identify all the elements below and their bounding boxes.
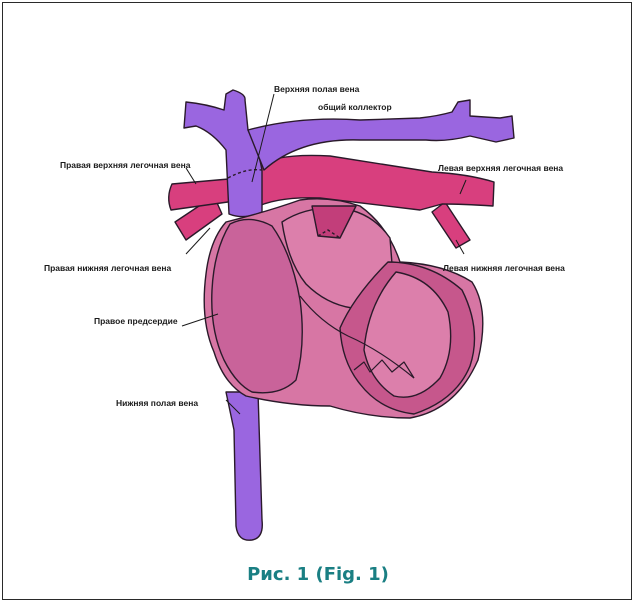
label-right-upper-pulmonary-vein: Правая верхняя легочная вена xyxy=(60,160,191,170)
label-superior-vena-cava: Верхняя полая вена xyxy=(274,84,359,94)
figure-caption: Рис. 1 (Fig. 1) xyxy=(0,564,636,585)
label-left-lower-pulmonary-vein: Левая нижняя легочная вена xyxy=(443,263,565,273)
label-left-upper-pulmonary-vein: Левая верхняя легочная вена xyxy=(438,163,563,173)
label-common-collector: общий коллектор xyxy=(318,102,392,112)
left-lower-pulmonary-vein xyxy=(432,202,470,248)
label-right-lower-pulmonary-vein: Правая нижняя легочная вена xyxy=(44,263,171,273)
label-inferior-vena-cava: Нижняя полая вена xyxy=(116,398,198,408)
inferior-vena-cava xyxy=(226,392,262,540)
label-right-atrium: Правое предсердие xyxy=(94,316,178,326)
